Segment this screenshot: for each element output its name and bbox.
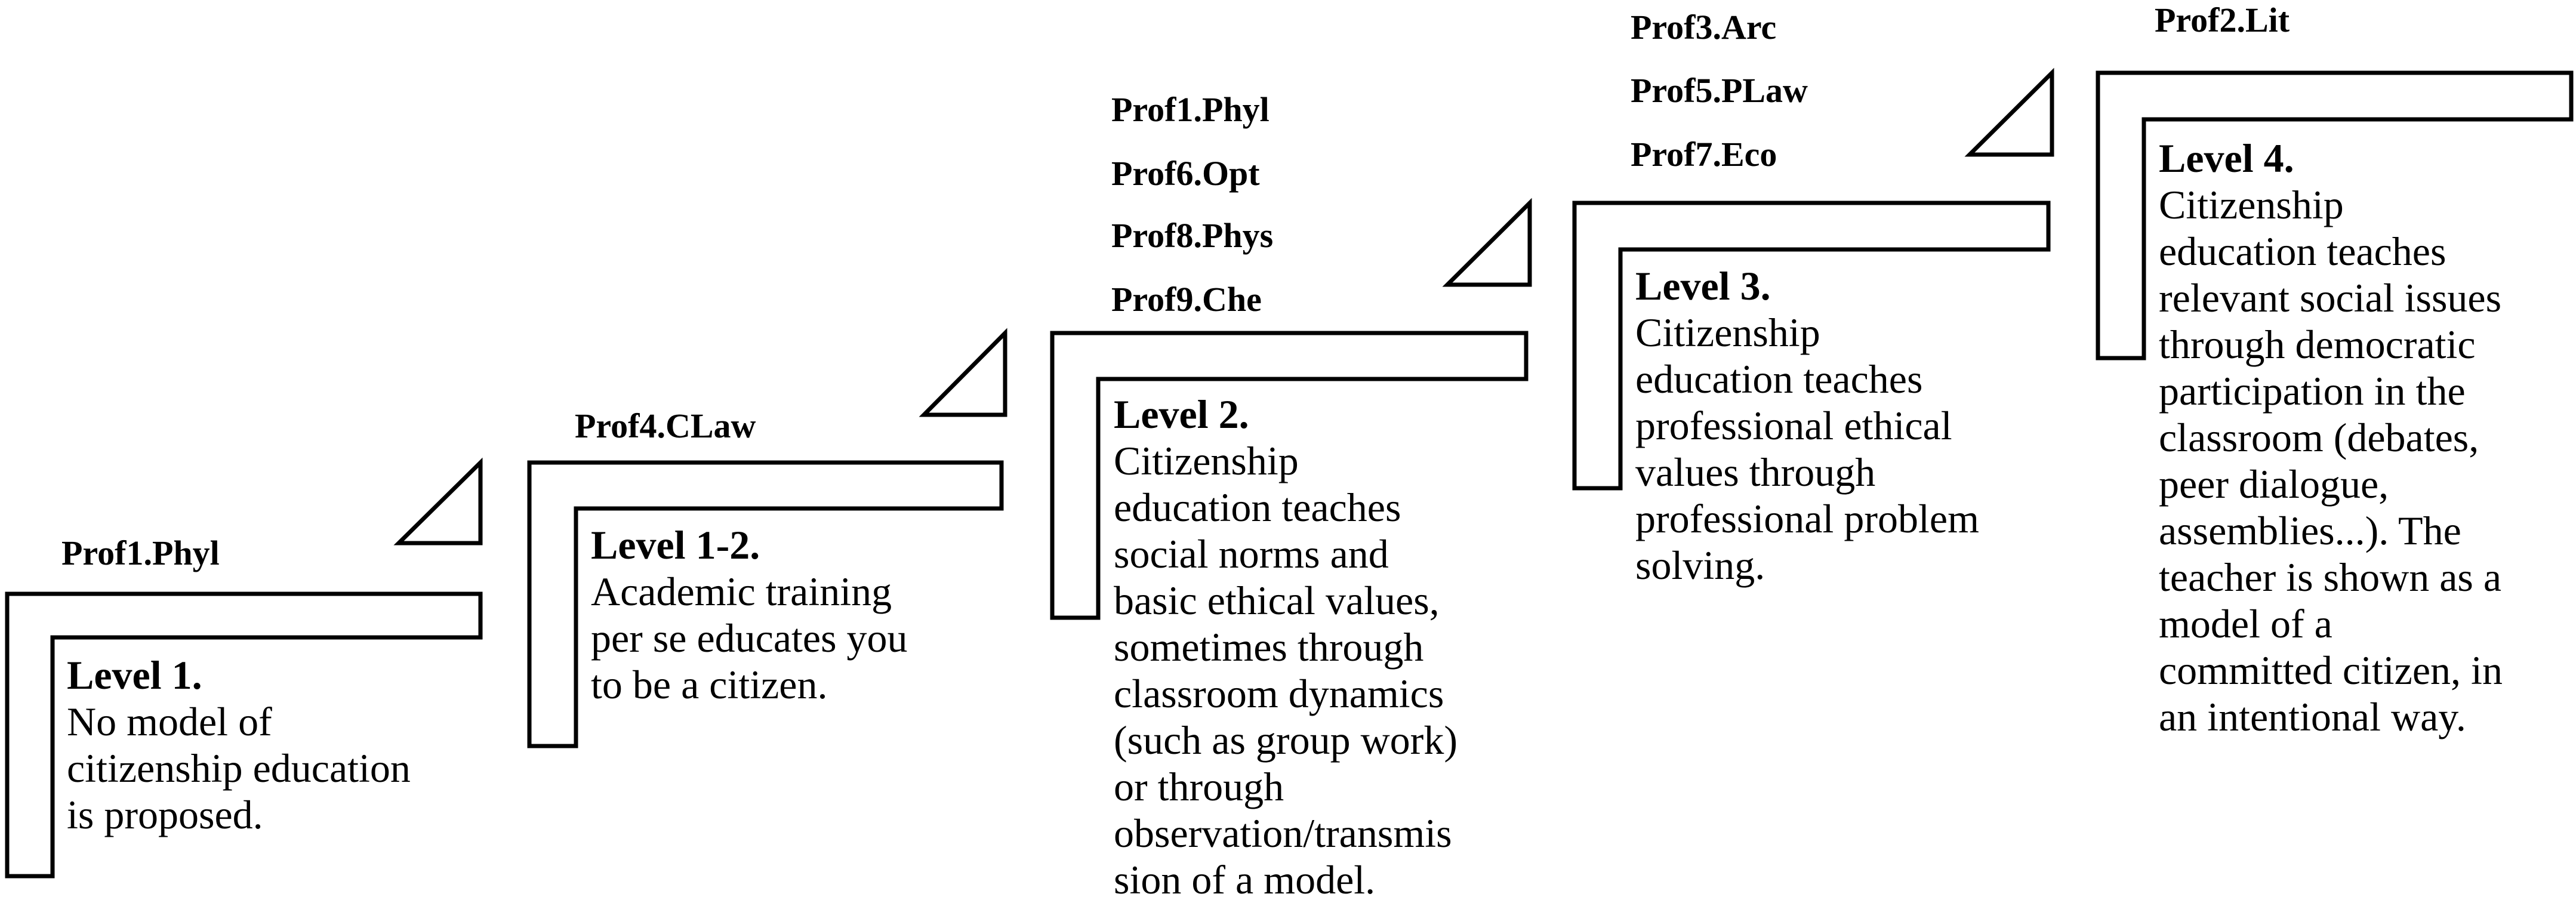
step-3-professor-label-2: Prof6.Opt <box>1111 154 1260 193</box>
step-3-shape <box>1050 331 1529 620</box>
step-4-description: Level 3. Citizenship education teaches p… <box>1635 263 1979 588</box>
step-2-level-text: Academic training per se educates you to… <box>591 569 908 707</box>
step-1-shape <box>5 591 483 879</box>
step-3-level-text: Citizenship education teaches social nor… <box>1114 438 1458 902</box>
step-2-arrow-triangle <box>919 328 1007 417</box>
step-3-professor-label-3: Prof8.Phys <box>1111 216 1274 255</box>
step-1-description: Level 1. No model of citizenship educati… <box>67 652 411 838</box>
step-5-shape <box>2096 70 2574 360</box>
step-2-shape <box>527 460 1004 748</box>
step-1-professor-label: Prof1.Phyl <box>61 534 220 572</box>
step-3-professor-label-4: Prof9.Che <box>1111 280 1262 319</box>
step-4-professor-label-1: Prof3.Arc <box>1631 8 1777 47</box>
step-3-arrow-triangle <box>1442 198 1532 287</box>
step-3-professor-label-1: Prof1.Phyl <box>1111 90 1269 129</box>
step-5-level-text: Citizenship education teaches relevant s… <box>2159 182 2503 739</box>
step-4-shape <box>1572 201 2051 491</box>
step-2-level-title: Level 1-2. <box>591 522 760 568</box>
step-5-professor-label: Prof2.Lit <box>2155 1 2290 39</box>
step-4-professor-label-2: Prof5.PLaw <box>1631 71 1808 110</box>
step-4-level-text: Citizenship education teaches profession… <box>1635 310 1979 588</box>
step-3-level-title: Level 2. <box>1114 392 1249 437</box>
step-1-level-text: No model of citizenship education is pro… <box>67 699 411 837</box>
step-5-description: Level 4. Citizenship education teaches r… <box>2159 135 2503 740</box>
step-5-level-title: Level 4. <box>2159 135 2294 181</box>
step-1-arrow-triangle <box>393 457 483 546</box>
step-2-description: Level 1-2. Academic training per se educ… <box>591 522 908 708</box>
step-3-description: Level 2. Citizenship education teaches s… <box>1114 391 1458 903</box>
step-4-level-title: Level 3. <box>1635 263 1771 309</box>
step-1-level-title: Level 1. <box>67 652 202 698</box>
step-4-arrow-triangle <box>1964 67 2054 157</box>
step-4-professor-label-3: Prof7.Eco <box>1631 135 1777 174</box>
step-2-professor-label: Prof4.CLaw <box>575 406 756 445</box>
